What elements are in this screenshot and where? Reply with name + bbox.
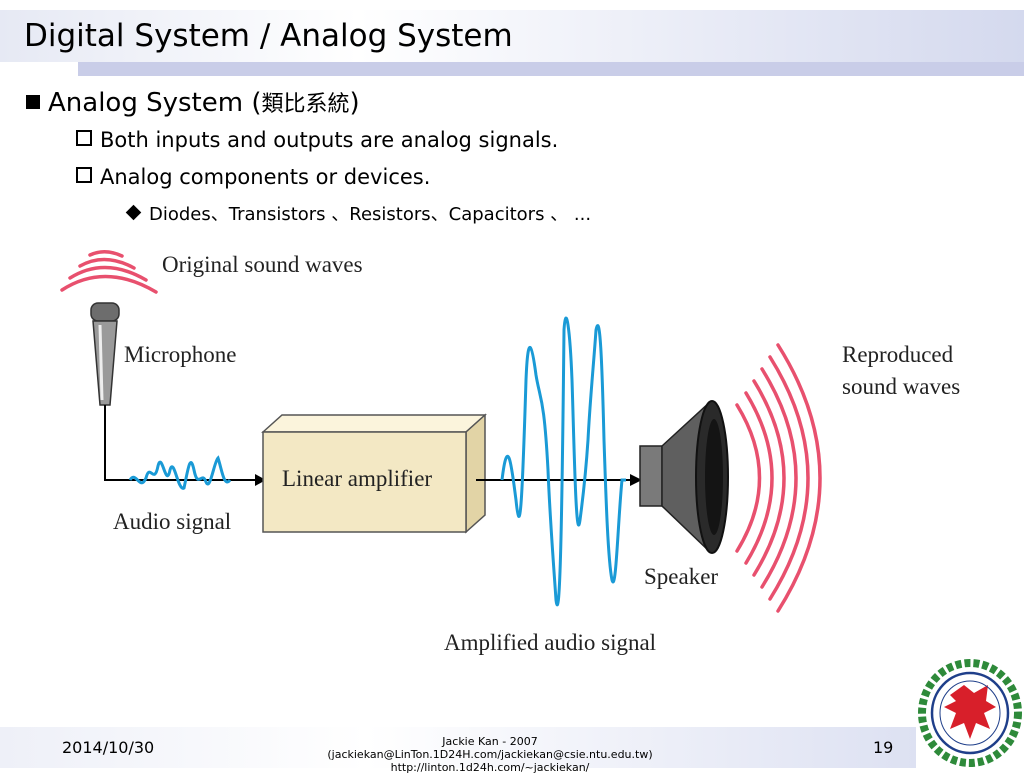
title-underline <box>78 62 1024 76</box>
crest-logo <box>918 659 1022 767</box>
slide-title: Digital System / Analog System <box>24 18 513 54</box>
arrow-into-speaker <box>630 474 642 486</box>
amplified-signal-wave <box>500 316 626 607</box>
reproduced-sound-waves <box>735 343 822 613</box>
footer-author: Jackie Kan - 2007 (jackiekan@LinTon.1D24… <box>290 735 690 774</box>
label-microphone: Microphone <box>124 342 236 367</box>
square-bullet-icon <box>26 95 40 109</box>
bullet-inputs-outputs: Both inputs and outputs are analog signa… <box>76 128 558 152</box>
label-speaker: Speaker <box>644 564 718 589</box>
hollow-square-bullet-icon <box>76 167 92 183</box>
hollow-square-bullet-icon <box>76 130 92 146</box>
footer-date: 2014/10/30 <box>62 738 155 757</box>
mic-wire <box>104 405 255 481</box>
diamond-bullet-icon <box>125 204 142 221</box>
audio-signal-wave <box>128 455 232 490</box>
label-reproduced-line2: sound waves <box>842 374 960 399</box>
slide-footer: 2014/10/30 Jackie Kan - 2007 (jackiekan@… <box>0 727 916 774</box>
bullet-inputs-outputs-text: Both inputs and outputs are analog signa… <box>100 128 559 152</box>
label-audio-signal: Audio signal <box>113 509 231 534</box>
original-sound-waves <box>60 250 158 294</box>
bullet-analog-components: Analog components or devices. <box>76 165 430 189</box>
arrow-into-amplifier <box>255 474 266 486</box>
analog-system-diagram: Original sound waves Microphone Audio si… <box>60 250 960 655</box>
title-bar <box>0 10 1024 62</box>
label-original-waves: Original sound waves <box>162 252 363 277</box>
speaker-icon <box>639 400 729 554</box>
bullet-analog-system-close: ) <box>349 88 360 118</box>
label-amplifier: Linear amplifier <box>282 466 432 491</box>
bullet-analog-system-label: Analog System ( <box>48 88 262 118</box>
bullet-analog-components-text: Analog components or devices. <box>100 165 431 189</box>
label-reproduced-line1: Reproduced <box>842 342 954 367</box>
bullet-component-list-text: Diodes、Transistors 、Resistors、Capacitors… <box>149 204 592 225</box>
bullet-analog-system: Analog System (類比系統) <box>26 86 360 118</box>
bullet-component-list: Diodes、Transistors 、Resistors、Capacitors… <box>125 200 592 226</box>
footer-page-number: 19 <box>873 738 894 757</box>
linear-amplifier-box <box>261 413 487 534</box>
label-amplified-signal: Amplified audio signal <box>444 630 656 655</box>
footer-author-line1: Jackie Kan - 2007 (jackiekan@LinTon.1D24… <box>327 735 653 761</box>
bullet-analog-system-cjk: 類比系統 <box>261 92 350 117</box>
microphone-icon <box>90 302 120 406</box>
